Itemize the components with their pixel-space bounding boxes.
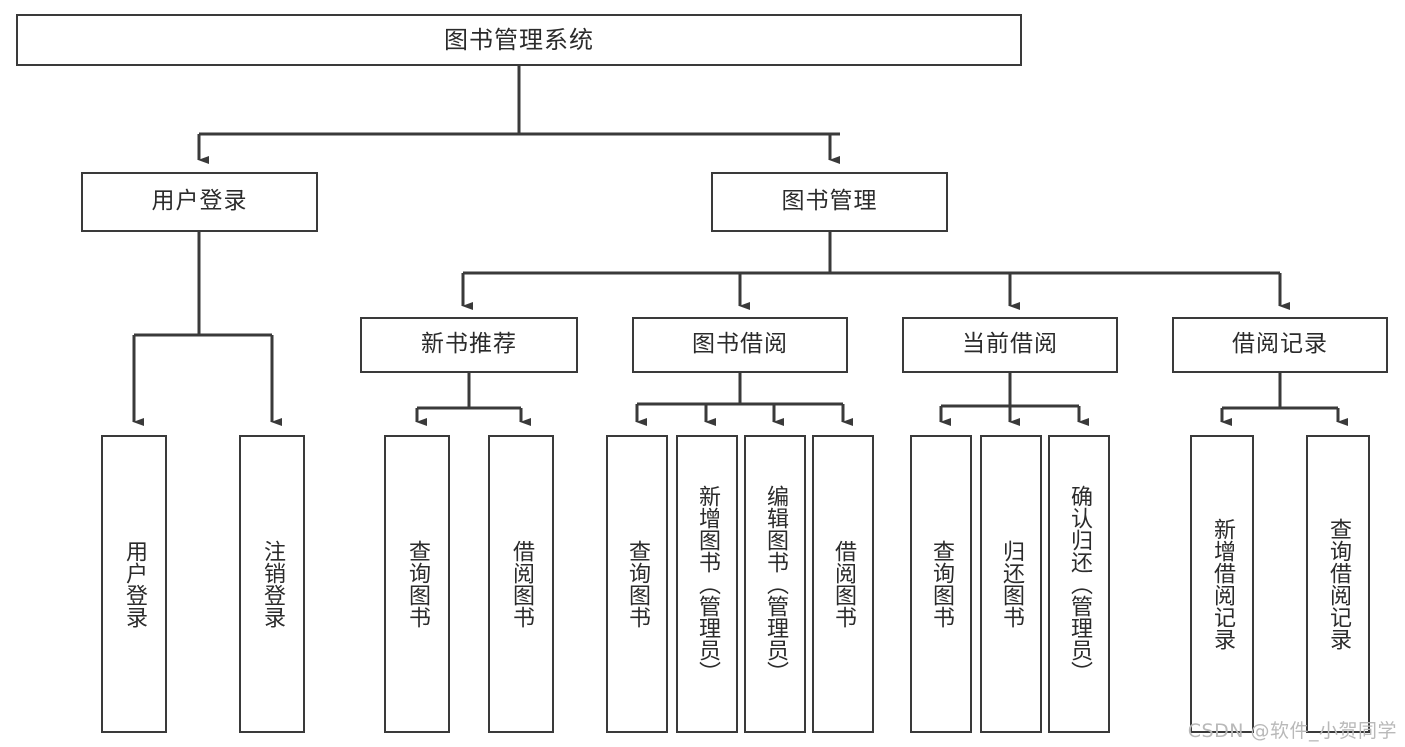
node-label: 借阅图书	[830, 540, 856, 628]
leaf-current-borrow-return[interactable]: 归还图书	[980, 435, 1042, 733]
leaf-user-login-signout[interactable]: 注销登录	[239, 435, 305, 733]
node-label: 图书借阅	[692, 331, 788, 358]
node-book-borrow[interactable]: 图书借阅	[632, 317, 848, 373]
node-label: 归还图书	[998, 540, 1024, 628]
leaf-borrow-record-query[interactable]: 查询借阅记录	[1306, 435, 1370, 733]
leaf-new-book-borrow[interactable]: 借阅图书	[488, 435, 554, 733]
leaf-user-login-signin[interactable]: 用户登录	[101, 435, 167, 733]
node-user-login[interactable]: 用户登录	[81, 172, 318, 232]
node-label: 借阅图书	[508, 540, 534, 628]
node-new-book-recommend[interactable]: 新书推荐	[360, 317, 578, 373]
leaf-borrow-record-add[interactable]: 新增借阅记录	[1190, 435, 1254, 733]
node-label: 注销登录	[259, 540, 285, 628]
node-label: 用户登录	[151, 188, 248, 215]
node-label: 查询图书	[928, 540, 954, 628]
node-label: 查询借阅记录	[1325, 518, 1351, 650]
node-current-borrow[interactable]: 当前借阅	[902, 317, 1118, 373]
leaf-book-borrow-lend[interactable]: 借阅图书	[812, 435, 874, 733]
node-label: 查询图书	[404, 540, 430, 628]
node-label: 图书管理系统	[444, 25, 594, 54]
node-borrow-record[interactable]: 借阅记录	[1172, 317, 1388, 373]
node-label: 借阅记录	[1232, 331, 1328, 358]
node-label: 查询图书	[624, 540, 650, 628]
node-label: 编辑图书（管理员）	[762, 485, 788, 683]
watermark-text: CSDN @软件_小贺同学	[1187, 720, 1397, 742]
leaf-book-borrow-edit[interactable]: 编辑图书（管理员）	[744, 435, 806, 733]
node-label: 用户登录	[121, 540, 147, 628]
node-label: 新增借阅记录	[1209, 518, 1235, 650]
node-label: 确认归还（管理员）	[1066, 485, 1092, 683]
leaf-new-book-query[interactable]: 查询图书	[384, 435, 450, 733]
node-label: 当前借阅	[962, 331, 1058, 358]
leaf-book-borrow-query[interactable]: 查询图书	[606, 435, 668, 733]
node-root-system[interactable]: 图书管理系统	[16, 14, 1022, 66]
node-label: 新书推荐	[421, 331, 517, 358]
leaf-current-borrow-confirm-return[interactable]: 确认归还（管理员）	[1048, 435, 1110, 733]
node-book-management[interactable]: 图书管理	[711, 172, 948, 232]
node-label: 新增图书（管理员）	[694, 485, 720, 683]
leaf-book-borrow-add[interactable]: 新增图书（管理员）	[676, 435, 738, 733]
node-label: 图书管理	[781, 188, 878, 215]
leaf-current-borrow-query[interactable]: 查询图书	[910, 435, 972, 733]
